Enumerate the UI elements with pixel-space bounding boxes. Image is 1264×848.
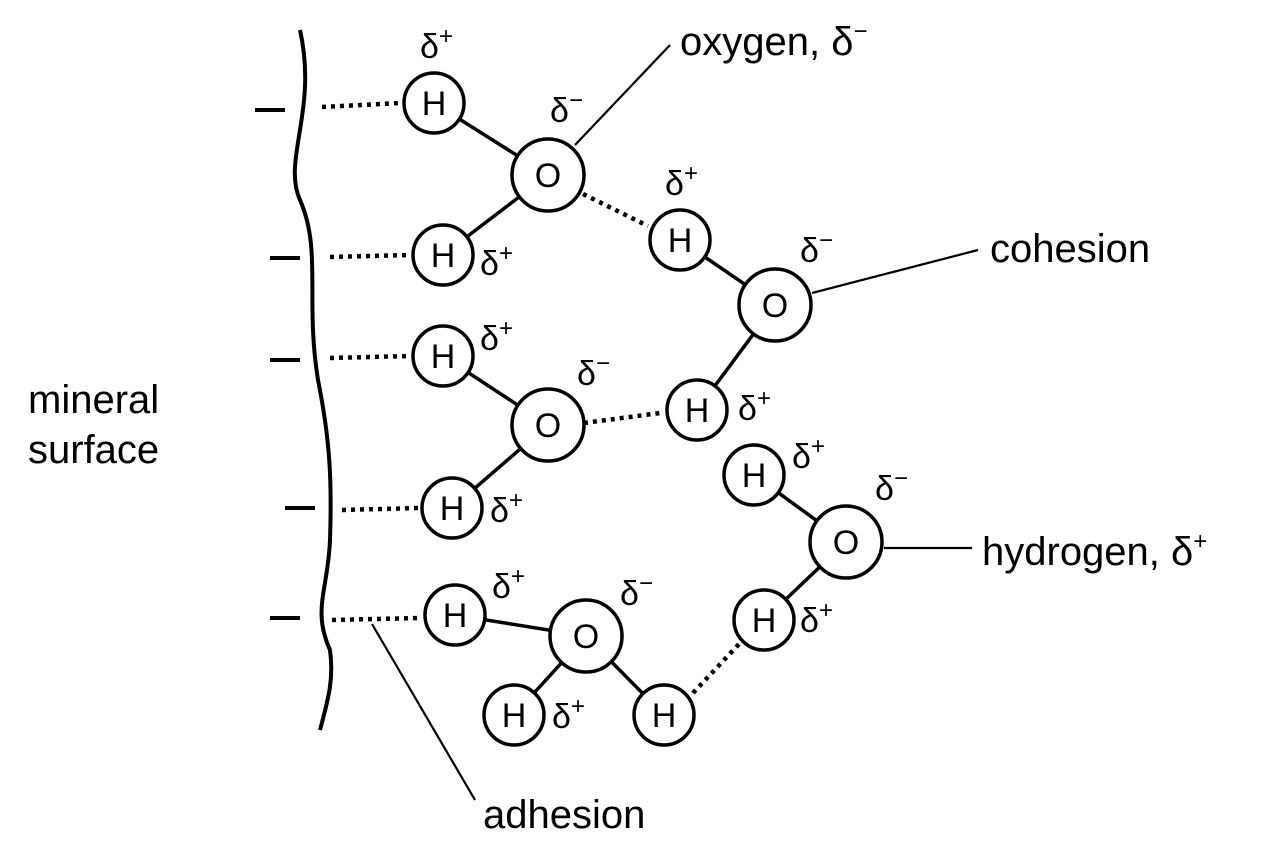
- cohesion-bond-1: [582, 191, 649, 229]
- hydrogen-symbol: H: [431, 338, 456, 376]
- hydrogen-atom: [402, 71, 466, 135]
- oxygen-atom: [510, 137, 586, 213]
- cohesion-bond-2: [583, 410, 661, 426]
- hydrogen-atom: [665, 378, 729, 442]
- water-molecule-1: H O H δ+ δ− δ+: [402, 23, 586, 287]
- mineral-surface-label-line2: surface: [28, 428, 159, 472]
- water-molecule-3: H O H δ+ δ− δ+: [411, 315, 610, 540]
- partial-charge-positive: δ+: [792, 433, 825, 476]
- hydrogen-symbol: H: [652, 697, 677, 735]
- hydrogen-atom: [632, 683, 696, 747]
- water-molecule-4: H O H δ+ δ− δ+: [722, 433, 908, 652]
- hydrogen-symbol: H: [443, 597, 468, 635]
- partial-charge-negative: δ−: [577, 350, 610, 393]
- adhesion-leader-line: [371, 623, 476, 801]
- cohesion-label: cohesion: [990, 227, 1150, 271]
- hydrogen-atom: [482, 683, 546, 747]
- oxygen-atom: [737, 267, 813, 343]
- oxygen-atom: [548, 598, 624, 674]
- partial-charge-positive: δ+: [738, 385, 771, 428]
- oxygen-symbol: O: [535, 407, 561, 445]
- oxygen-label: oxygen, δ−: [680, 18, 868, 64]
- cohesion-bond-3: [691, 641, 742, 695]
- hydrogen-symbol: H: [685, 392, 710, 430]
- adhesion-bond-5: [331, 615, 421, 623]
- oxygen-symbol: O: [573, 618, 599, 656]
- hydrogen-symbol: H: [440, 490, 465, 528]
- hydrogen-atom: [411, 324, 475, 388]
- oxygen-atom: [510, 387, 586, 463]
- partial-charge-positive: δ+: [480, 315, 513, 358]
- partial-charge-negative: δ−: [875, 465, 908, 508]
- partial-charge-positive: δ+: [552, 693, 585, 736]
- water-molecule-5: H O H H δ+ δ− δ+: [423, 563, 696, 747]
- oxygen-symbol: O: [535, 157, 561, 195]
- partial-charge-negative: δ−: [800, 227, 833, 270]
- mineral-surface-line: [292, 29, 334, 731]
- adhesion-bond-3: [329, 353, 411, 361]
- adhesion-bond-1: [321, 100, 401, 110]
- oxygen-leader-line: [574, 44, 671, 146]
- hydrogen-atom: [648, 208, 712, 272]
- hydrogen-symbol: H: [431, 237, 456, 275]
- hydrogen-atom: [423, 583, 487, 647]
- cohesion-leader-line: [811, 248, 979, 295]
- hydrogen-atom: [732, 588, 796, 652]
- mineral-surface-label-line1: mineral: [28, 378, 159, 422]
- partial-charge-negative: δ−: [620, 570, 653, 613]
- partial-charge-positive: δ+: [665, 160, 698, 203]
- partial-charge-positive: δ+: [490, 487, 523, 530]
- hydrogen-symbol: H: [752, 602, 777, 640]
- partial-charge-positive: δ+: [420, 23, 453, 66]
- hydrogen-label: hydrogen, δ+: [982, 528, 1207, 574]
- adhesion-bond-4: [341, 505, 421, 513]
- oxygen-atom: [808, 504, 884, 580]
- oxygen-symbol: O: [833, 524, 859, 562]
- oxygen-symbol: O: [762, 287, 788, 325]
- adhesion-bond-2: [329, 252, 411, 260]
- hydrogen-atom: [411, 223, 475, 287]
- water-molecule-2: H O H δ+ δ− δ+: [648, 160, 833, 442]
- hydrogen-symbol: H: [422, 85, 447, 123]
- partial-charge-positive: δ+: [492, 563, 525, 606]
- partial-charge-negative: δ−: [550, 87, 583, 130]
- partial-charge-positive: δ+: [480, 240, 513, 283]
- adhesion-label: adhesion: [483, 793, 645, 837]
- hydrogen-symbol: H: [742, 457, 767, 495]
- hydrogen-symbol: H: [668, 222, 693, 260]
- partial-charge-positive: δ+: [800, 597, 833, 640]
- hydrogen-symbol: H: [502, 697, 527, 735]
- hydrogen-atom: [722, 443, 786, 507]
- hydrogen-atom: [420, 476, 484, 540]
